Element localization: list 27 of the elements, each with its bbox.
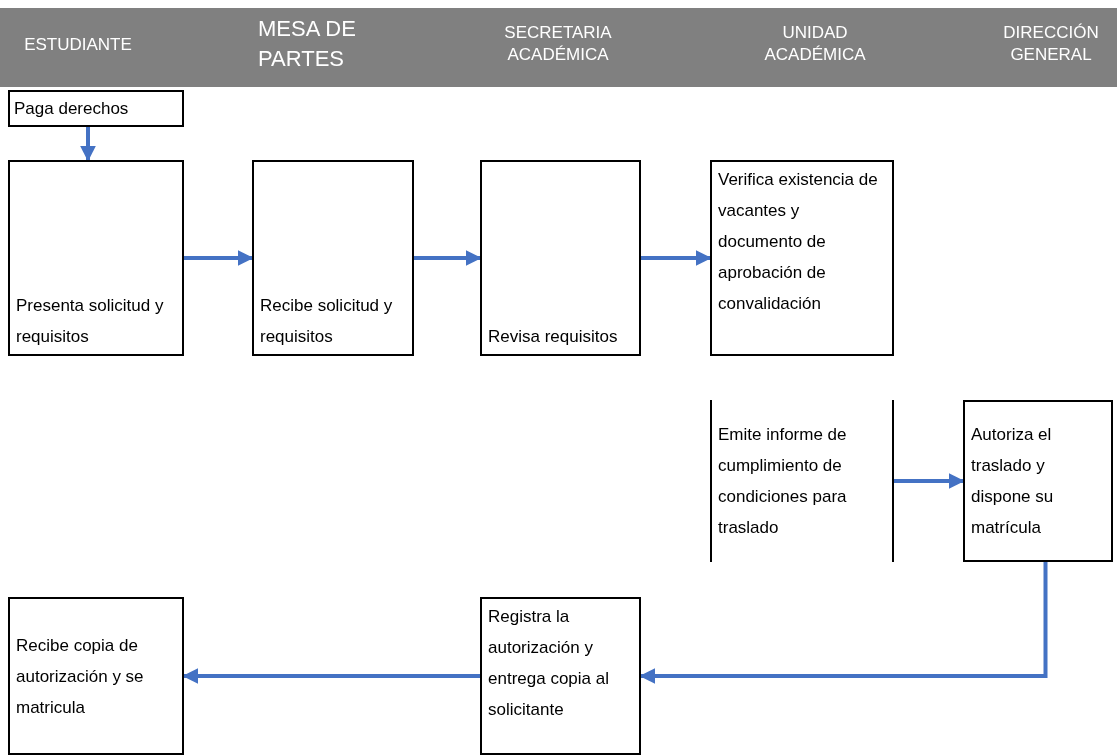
step-text: Registra la autorización y entrega copia al solicitante (488, 606, 610, 721)
process-box (480, 160, 641, 356)
process-box (8, 597, 184, 755)
process-box (710, 160, 894, 356)
step-text: Recibe copia de autorización y se matricula (16, 634, 145, 719)
step-text: Autoriza el traslado y dispone su matrícula (971, 424, 1055, 539)
process-box (963, 400, 1113, 562)
lane-heading: MESA DE PARTES (257, 15, 357, 73)
step-text: Revisa requisitos (488, 326, 619, 348)
process-box (8, 160, 184, 356)
arrow (894, 473, 965, 489)
step-text: Recibe solicitud y requisitos (260, 295, 394, 348)
process-box (480, 597, 641, 755)
arrow (641, 250, 712, 266)
step-text: Verifica existencia de vacantes y documento de aprobación de convalidación (718, 169, 879, 315)
step-text: Presenta solicitud y requisitos (16, 295, 165, 348)
arrow (80, 127, 96, 162)
step-text: Paga derechos (14, 98, 130, 120)
process-box (8, 90, 184, 127)
step-text: Emite informe de cumplimiento de condiciones para traslado (718, 424, 848, 539)
lane-heading: SECRETARIA ACADÉMICA (503, 22, 613, 66)
lane-heading: ESTUDIANTE (23, 34, 133, 56)
lane-heading: DIRECCIÓN GENERAL (1002, 22, 1100, 66)
arrow (414, 250, 482, 266)
process-box (252, 160, 414, 356)
arrow (184, 250, 254, 266)
lane-heading: UNIDAD ACADÉMICA (763, 22, 867, 66)
